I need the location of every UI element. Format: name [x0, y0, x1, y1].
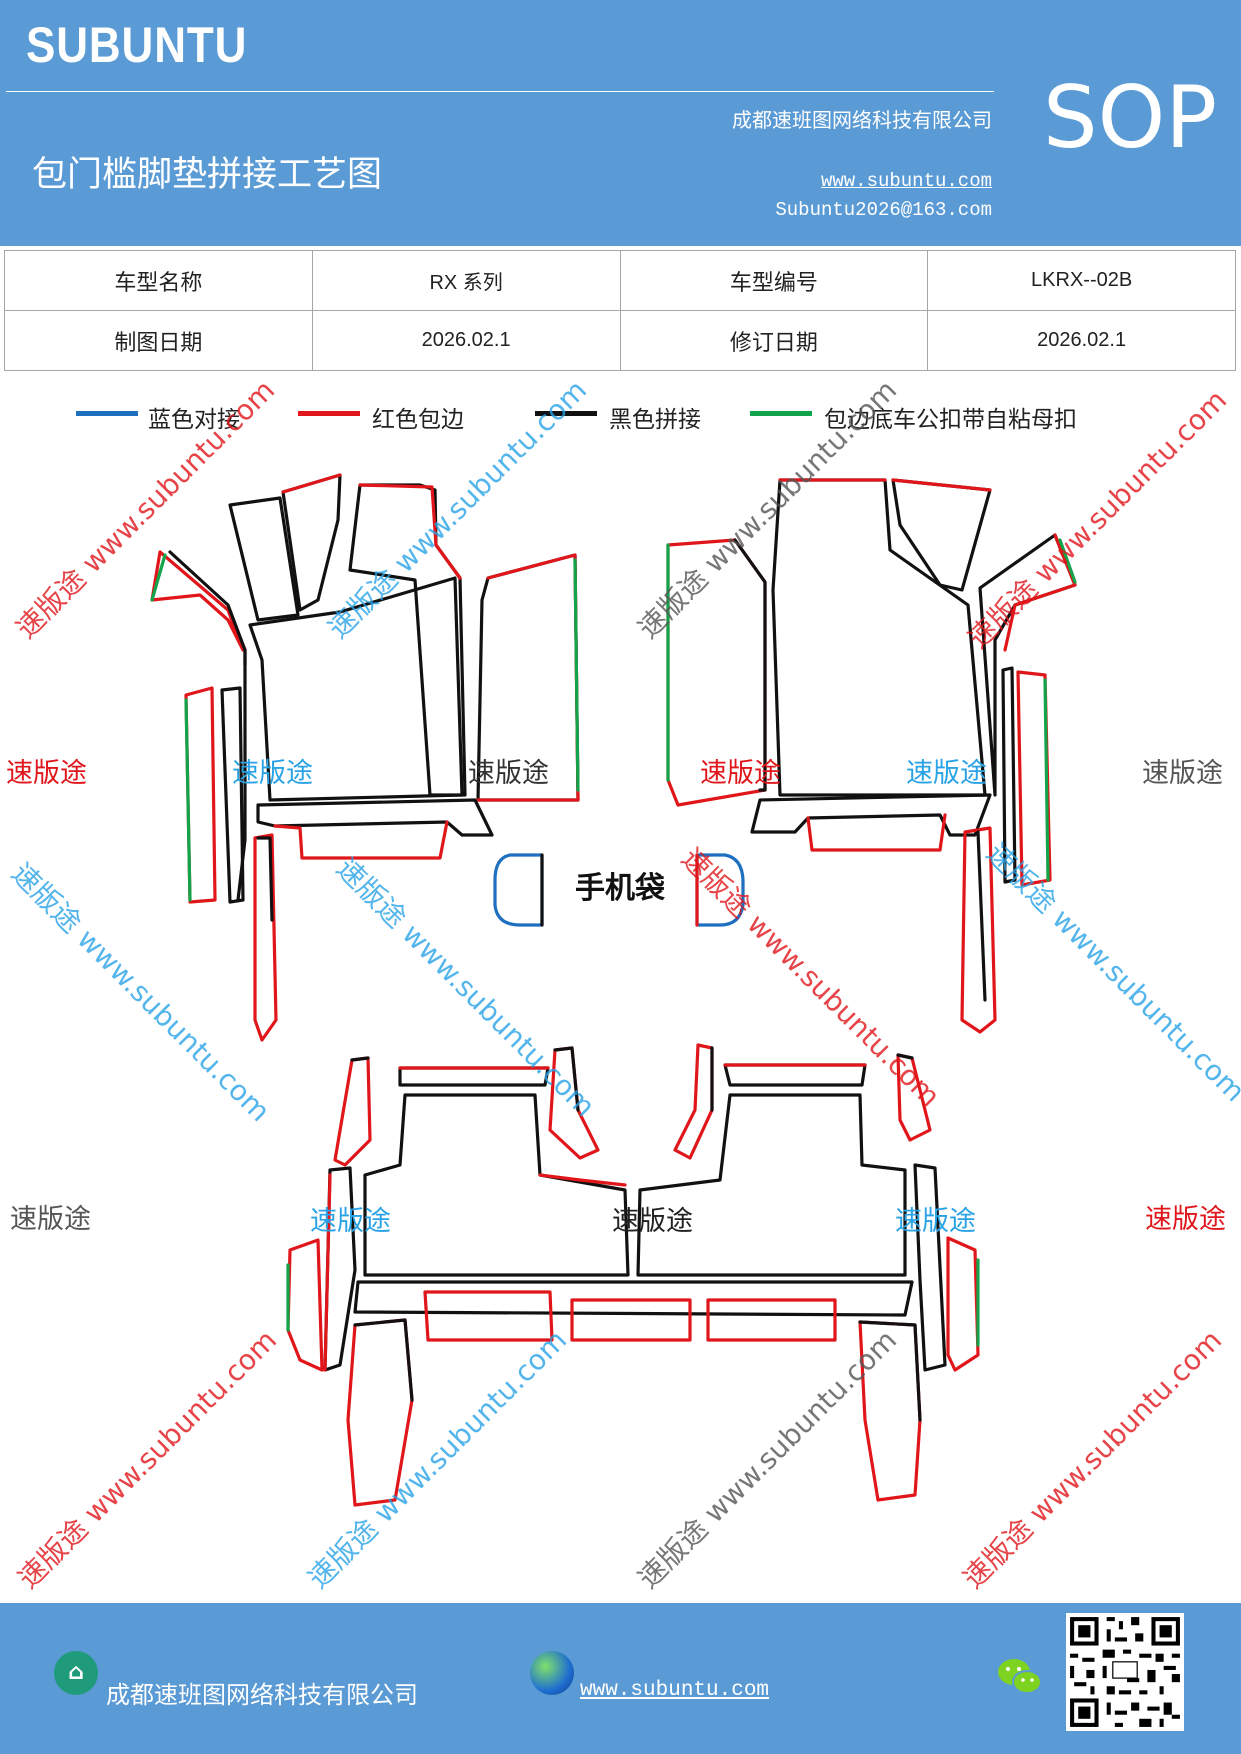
legend-label: 红色包边: [372, 407, 464, 433]
model-name-label: 车型名称: [4, 250, 313, 311]
model-code-label: 车型编号: [619, 250, 929, 311]
globe-icon: [530, 1651, 574, 1695]
watermark-text: 速版途: [310, 1206, 391, 1237]
diagonal-watermark-layer: 速版途 www.subuntu.com 速版途 www.subuntu.com …: [5, 373, 1241, 1595]
watermark-text: 速版途 www.subuntu.com: [632, 1323, 904, 1595]
watermark-text: 速版途: [10, 1204, 91, 1235]
legend-label: 黑色拼接: [609, 407, 701, 433]
header-email[interactable]: Subuntu2026@163.com: [775, 199, 992, 221]
header-divider: [6, 91, 994, 92]
qr-code: [1066, 1613, 1184, 1731]
brand-logo: SUBUNTU: [26, 17, 248, 73]
front-left-mat: [150, 473, 580, 1042]
legend-swatch-green: [750, 411, 812, 416]
phone-bag-pieces: [493, 853, 745, 927]
legend-swatch-red: [298, 411, 360, 416]
header-banner: SUBUNTU 成都速班图网络科技有限公司 包门槛脚垫拼接工艺图 www.sub…: [0, 0, 1241, 246]
header-website-link[interactable]: www.subuntu.com: [820, 170, 992, 192]
watermark-text: 速版途 www.subuntu.com: [962, 383, 1234, 655]
legend-label: 包边底车公扣带自粘母扣: [824, 407, 1077, 433]
draw-date-value: 2026.02.1: [311, 310, 621, 371]
footer-banner: ⌂ 成都速班图网络科技有限公司 www.subuntu.com: [0, 1603, 1241, 1754]
revise-date-value: 2026.02.1: [927, 310, 1236, 371]
model-name-value: RX 系列: [311, 250, 621, 311]
watermark-text: 速版途: [906, 758, 987, 789]
footer-company: 成都速班图网络科技有限公司: [106, 1681, 418, 1709]
watermark-text: 速版途: [232, 758, 313, 789]
watermark-text: 速版途: [895, 1206, 976, 1237]
revise-date-label: 修订日期: [619, 310, 929, 371]
watermark-text: 速版途 www.subuntu.com: [632, 373, 904, 645]
rear-mat: [286, 1043, 980, 1507]
phone-bag-label: 手机袋: [575, 871, 665, 906]
legend-swatch-black: [535, 411, 597, 416]
info-table: 车型名称 RX 系列 车型编号 LKRX--02B 制图日期 2026.02.1…: [4, 250, 1236, 371]
wechat-icon[interactable]: [996, 1655, 1044, 1699]
watermark-text: 速版途: [612, 1206, 693, 1237]
watermark-text: 速版途 www.subuntu.com: [330, 852, 602, 1124]
header-company: 成都速班图网络科技有限公司: [732, 108, 992, 132]
watermark-text: 速版途 www.subuntu.com: [980, 837, 1241, 1109]
watermark-text: 速版途 www.subuntu.com: [957, 1323, 1229, 1595]
sop-badge: SOP: [1043, 68, 1218, 168]
watermark-text: 速版途: [6, 758, 87, 789]
legend-swatch-blue: [76, 411, 138, 416]
watermark-text: 速版途 www.subuntu.com: [10, 373, 282, 645]
home-icon[interactable]: ⌂: [54, 1651, 98, 1695]
draw-date-label: 制图日期: [4, 310, 313, 371]
front-right-mat: [666, 478, 1077, 1034]
watermark-text: 速版途: [700, 758, 781, 789]
watermark-text: 速版途 www.subuntu.com: [302, 1323, 574, 1595]
watermark-text: 速版途: [468, 758, 549, 789]
table-row: 车型名称 RX 系列 车型编号 LKRX--02B: [4, 250, 1236, 311]
legend-label: 蓝色对接: [148, 407, 240, 433]
watermark-text: 速版途 www.subuntu.com: [12, 1323, 284, 1595]
model-code-value: LKRX--02B: [927, 250, 1236, 311]
watermark-layer: 速版途 速版途 速版途 速版途 速版途 速版途 速版途 速版途 速版途 速版途 …: [6, 758, 1226, 1237]
watermark-text: 速版途 www.subuntu.com: [5, 857, 277, 1129]
watermark-text: 速版途: [1142, 758, 1223, 789]
footer-website-link[interactable]: www.subuntu.com: [580, 1679, 770, 1702]
watermark-text: 速版途: [1145, 1204, 1226, 1235]
table-row: 制图日期 2026.02.1 修订日期 2026.02.1: [4, 310, 1236, 371]
document-title: 包门槛脚垫拼接工艺图: [32, 155, 383, 195]
watermark-text: 速版途 www.subuntu.com: [675, 842, 947, 1114]
